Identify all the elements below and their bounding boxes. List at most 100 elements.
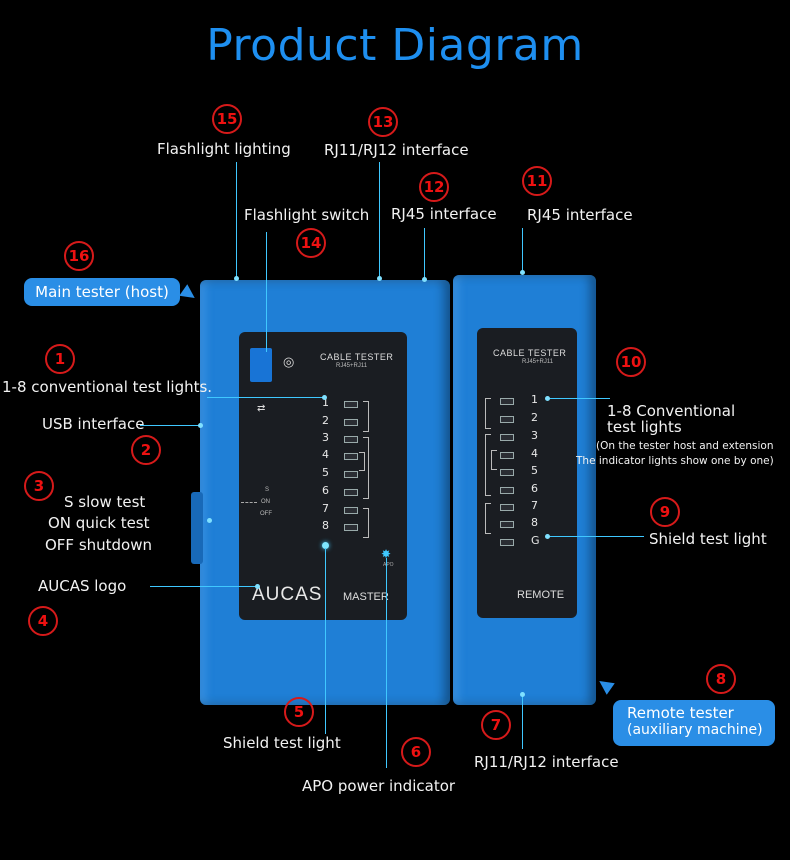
marker-4: 4 (28, 606, 58, 636)
remote-led-number: 6 (531, 482, 538, 495)
marker-1: 1 (45, 344, 75, 374)
callout-remote-tester: Remote tester (auxiliary machine) (613, 700, 775, 746)
master-test-led (344, 419, 358, 426)
remote-header: CABLE TESTER (493, 348, 567, 358)
remote-tester-panel (477, 328, 577, 618)
leader-10 (548, 398, 610, 399)
leader-6 (386, 558, 387, 768)
flashlight-icon: ◎ (283, 354, 295, 369)
label-main-tester: Main tester (host) (35, 283, 169, 301)
leader-1 (207, 397, 325, 398)
marker-2: 2 (131, 435, 161, 465)
remote-test-led (500, 487, 514, 494)
master-led-number: 8 (322, 519, 329, 532)
label-rj11-rj12-top: RJ11/RJ12 interface (324, 141, 469, 159)
remote-subheader: RJ45+RJ11 (522, 359, 554, 365)
marker-7: 7 (481, 710, 511, 740)
leader-3-dot (207, 518, 212, 523)
shield-led-master (322, 542, 329, 549)
leader-7 (522, 694, 523, 749)
master-pair-bracket-45 (359, 452, 365, 471)
marker-13: 13 (368, 107, 398, 137)
label-conventional-remote-2: test lights (607, 418, 682, 436)
marker-6: 6 (401, 737, 431, 767)
leader-9-dot (545, 534, 550, 539)
apo-label: APO (383, 562, 394, 568)
switch-dashes (241, 502, 257, 503)
note-indicator-1: (On the tester host and extension (596, 440, 774, 452)
marker-9: 9 (650, 497, 680, 527)
callout-main-tester: Main tester (host) (24, 278, 180, 306)
label-switch-s: S slow test (64, 493, 146, 511)
remote-led-number: 5 (531, 464, 538, 477)
label-usb-interface: USB interface (42, 415, 145, 433)
leader-15 (236, 162, 237, 280)
marker-5: 5 (284, 697, 314, 727)
master-led-number: 2 (322, 414, 329, 427)
remote-test-led (500, 469, 514, 476)
apo-indicator-icon: ✸ (381, 547, 392, 561)
switch-label-off: OFF (260, 511, 272, 517)
leader-13-dot (377, 276, 382, 281)
label-rj11-rj12-remote: RJ11/RJ12 interface (474, 753, 619, 771)
switch-label-s: S (265, 487, 270, 493)
master-test-led (344, 453, 358, 460)
label-shield-host: Shield test light (223, 734, 341, 752)
aucas-logo: AUCAS (252, 584, 323, 605)
remote-test-led (500, 434, 514, 441)
master-led-number: 1 (322, 396, 329, 409)
remote-led-number: G (531, 534, 540, 547)
remote-led-number: 8 (531, 516, 538, 529)
label-conventional-lights-host: 1-8 conventional test lights. (2, 378, 213, 396)
master-test-led (344, 524, 358, 531)
label-flashlight-switch: Flashlight switch (244, 206, 370, 224)
leader-10-dot (545, 396, 550, 401)
remote-pair-bracket-36 (485, 434, 491, 496)
remote-led-number: 7 (531, 499, 538, 512)
page-title: Product Diagram (206, 20, 584, 71)
remote-led-number: 4 (531, 447, 538, 460)
master-test-led (344, 471, 358, 478)
master-name: MASTER (343, 591, 389, 603)
leader-11-dot (520, 270, 525, 275)
leader-15-dot (234, 276, 239, 281)
master-led-number: 5 (322, 466, 329, 479)
remote-test-led (500, 416, 514, 423)
marker-11: 11 (522, 166, 552, 196)
leader-2-dot (198, 423, 203, 428)
main-tester-side-switch (191, 492, 203, 564)
marker-8: 8 (706, 664, 736, 694)
master-test-led (344, 401, 358, 408)
label-switch-on: ON quick test (48, 514, 150, 532)
label-remote-tester: Remote tester (627, 704, 734, 722)
master-test-led (344, 436, 358, 443)
master-header: CABLE TESTER (320, 352, 394, 362)
leader-14 (266, 232, 267, 352)
remote-led-number: 1 (531, 393, 538, 406)
master-pair-bracket-12 (363, 401, 369, 432)
master-subheader: RJ45+RJ11 (336, 363, 368, 369)
leader-4 (150, 586, 258, 587)
label-rj45-11: RJ45 interface (527, 206, 633, 224)
master-pair-bracket-78 (363, 508, 369, 538)
remote-pair-bracket-78 (485, 503, 491, 534)
leader-1-dot (322, 395, 327, 400)
remote-led-number: 3 (531, 429, 538, 442)
leader-11 (522, 228, 523, 273)
marker-12: 12 (419, 172, 449, 202)
master-pair-bracket-36 (363, 437, 369, 499)
remote-led-number: 2 (531, 411, 538, 424)
marker-3: 3 (24, 471, 54, 501)
flashlight-switch-button (250, 348, 272, 382)
usb-icon: ⇄ (257, 403, 266, 414)
label-rj45-12: RJ45 interface (391, 205, 497, 223)
master-test-led (344, 489, 358, 496)
label-shield-remote: Shield test light (649, 530, 767, 548)
leader-13 (379, 162, 380, 280)
label-switch-off: OFF shutdown (45, 536, 153, 554)
leader-9 (548, 536, 644, 537)
leader-2 (140, 425, 202, 426)
leader-7-dot (520, 692, 525, 697)
leader-12-dot (422, 277, 427, 282)
leader-12 (424, 228, 425, 280)
